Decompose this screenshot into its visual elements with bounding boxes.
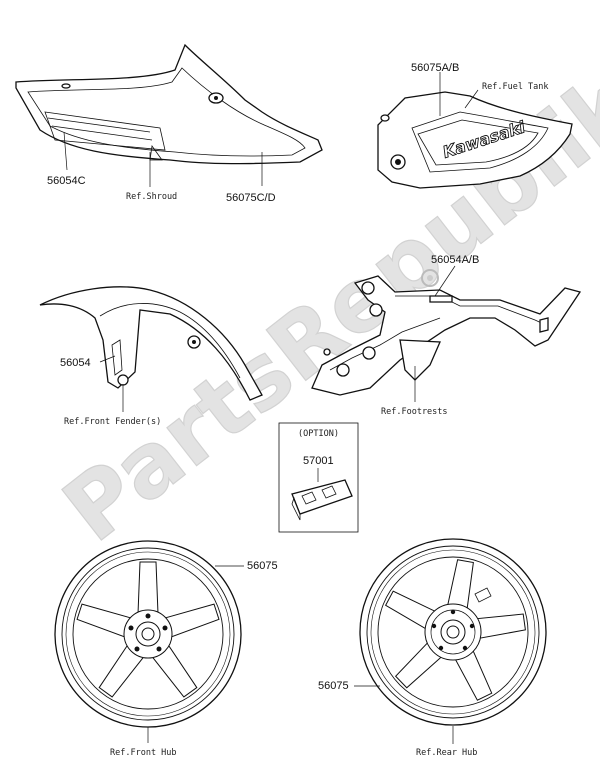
shroud-ref-label: Ref.Shroud <box>126 192 177 202</box>
shroud-part-b-label: 56075C/D <box>226 192 276 204</box>
option-part-label: 57001 <box>303 455 334 467</box>
footrest-part-label: 56054A/B <box>431 254 479 266</box>
shroud-part-a-label: 56054C <box>47 175 86 187</box>
tank-ref-label: Ref.Fuel Tank <box>482 82 549 92</box>
front-wheel-part-label: 56075 <box>247 560 278 572</box>
rear-wheel-part <box>359 538 547 726</box>
rear-wheel-ref-label: Ref.Rear Hub <box>416 748 477 758</box>
fender-ref-label: Ref.Front Fender(s) <box>64 417 161 427</box>
fender-part-label: 56054 <box>60 357 91 369</box>
footrest-ref-label: Ref.Footrests <box>381 407 448 417</box>
tank-cover-part: Kawasaki <box>377 91 573 189</box>
gear-icon <box>421 269 439 287</box>
option-title: (OPTION) <box>298 429 339 439</box>
front-wheel-ref-label: Ref.Front Hub <box>110 748 177 758</box>
footrest-bracket-part <box>311 275 582 396</box>
option-box: (OPTION) 57001 <box>278 422 359 533</box>
tank-part-label: 56075A/B <box>411 62 459 74</box>
shroud-part <box>15 43 323 165</box>
pad-part <box>291 479 353 521</box>
front-fender-part <box>39 286 263 401</box>
front-wheel-part <box>54 540 242 728</box>
rear-wheel-part-label: 56075 <box>318 680 349 692</box>
